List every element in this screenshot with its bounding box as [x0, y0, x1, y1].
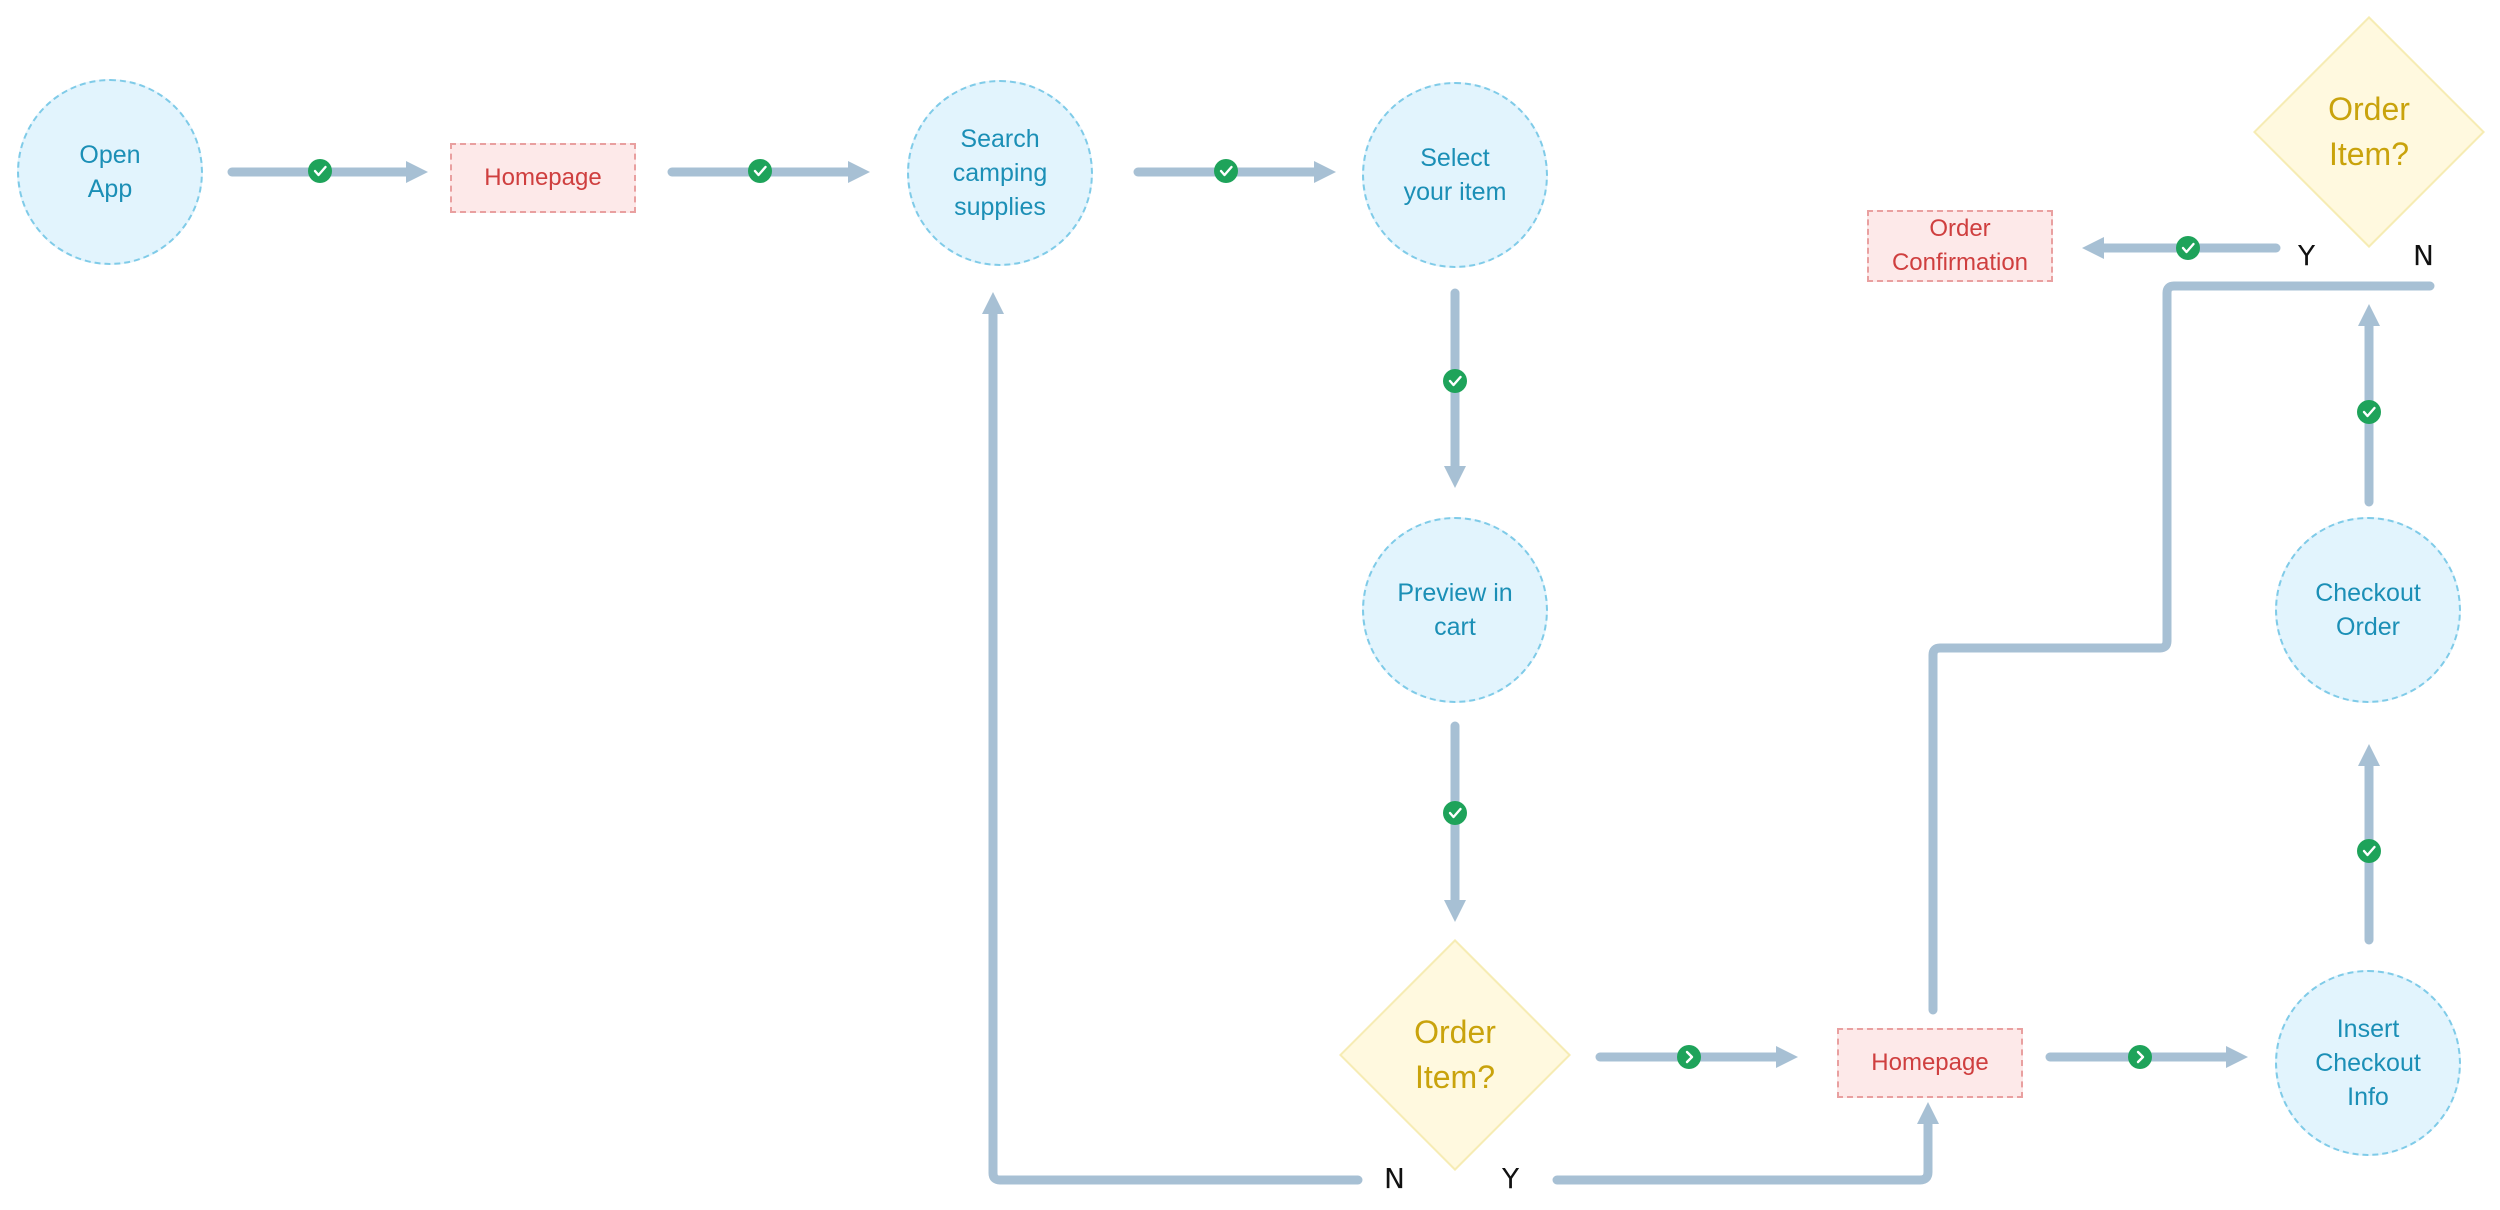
node-preview-in-cart: Preview in cart: [1362, 517, 1548, 703]
arrowhead-checkout-to-decision2: [2358, 304, 2380, 326]
check-icon: [748, 159, 772, 183]
node-search-camping-supplies: Search camping supplies: [907, 80, 1093, 266]
connector-yes-to-homepage2: [1552, 1119, 1933, 1185]
node-open-app: Open App: [17, 79, 203, 265]
branch-label-yes: Y: [1502, 1162, 1520, 1195]
connector-homepage2-stepped-to-bar: [1928, 281, 2435, 1015]
arrowhead-decision-to-homepage2: [1776, 1046, 1798, 1068]
arrowhead-yes-to-homepage2: [1917, 1102, 1939, 1124]
node-homepage-2: Homepage: [1837, 1028, 2023, 1098]
check-icon: [1214, 159, 1238, 183]
check-icon: [1443, 801, 1467, 825]
decision-order-item-1: Order Item?: [1339, 939, 1571, 1171]
check-icon: [1443, 369, 1467, 393]
check-icon: [2176, 236, 2200, 260]
decision-label: Order Item?: [2328, 91, 2410, 172]
branch-label-no: N: [1384, 1162, 1405, 1195]
decision-order-item-2: Order Item?: [2253, 16, 2485, 248]
arrowhead-open-to-homepage: [406, 161, 428, 183]
node-select-your-item: Select your item: [1362, 82, 1548, 268]
branch-label-no: N: [2413, 239, 2434, 272]
chevron-right-icon: [2128, 1045, 2152, 1069]
arrowhead-select-to-preview: [1444, 466, 1466, 488]
arrowhead-search-to-select: [1314, 161, 1336, 183]
node-order-confirmation: Order Confirmation: [1867, 210, 2053, 282]
node-insert-checkout-info: Insert Checkout Info: [2275, 970, 2461, 1156]
check-icon: [2357, 400, 2381, 424]
arrowhead-homepage2-to-insert: [2226, 1046, 2248, 1068]
node-homepage-1: Homepage: [450, 143, 636, 213]
check-icon: [2357, 839, 2381, 863]
branch-label-yes: Y: [2298, 239, 2316, 272]
arrowhead-preview-to-decision: [1444, 900, 1466, 922]
arrowhead-yes-to-confirmation: [2082, 237, 2104, 259]
check-icon: [308, 159, 332, 183]
arrowhead-no-loop-to-search: [982, 292, 1004, 314]
chevron-right-icon: [1677, 1045, 1701, 1069]
connector-no-loop-to-search: [988, 309, 1363, 1185]
decision-label: Order Item?: [1414, 1014, 1496, 1095]
arrowhead-homepage-to-search: [848, 161, 870, 183]
arrowhead-insert-to-checkout: [2358, 744, 2380, 766]
node-checkout-order: Checkout Order: [2275, 517, 2461, 703]
